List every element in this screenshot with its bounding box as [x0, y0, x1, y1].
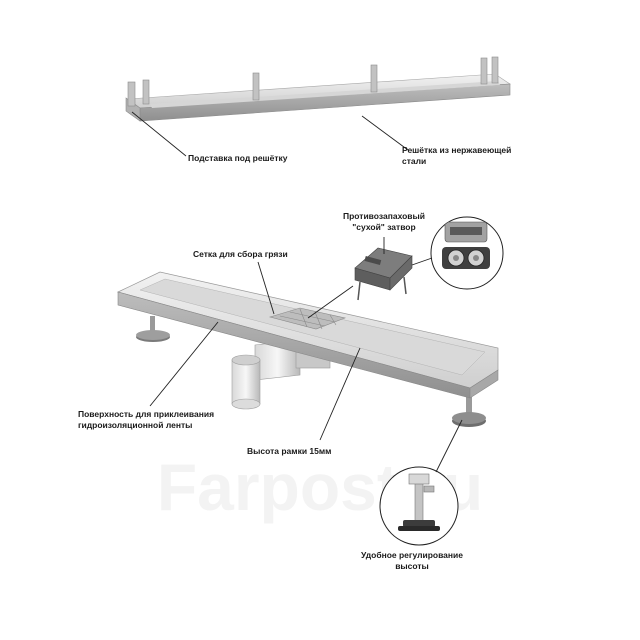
- label-odor-trap: Противозапаховый "сухой" затвор: [336, 211, 432, 233]
- label-odor-trap-line2: "сухой" затвор: [352, 222, 416, 232]
- height-adjust-detail-circle: [379, 466, 459, 546]
- right-foot: [452, 397, 486, 427]
- label-height-adjust-line2: высоты: [395, 561, 429, 571]
- label-grate-stand: Подставка под решётку: [188, 153, 288, 163]
- label-waterproof-line1: Поверхность для приклеивания: [78, 409, 215, 419]
- label-waterproof-surface: Поверхность для приклеивания гидроизоляц…: [78, 409, 214, 431]
- dirt-mesh: [268, 307, 347, 330]
- label-grate-steel-line1: Решётка из нержавеющей: [402, 145, 512, 155]
- left-foot: [136, 316, 170, 342]
- label-height-adjust: Удобное регулирование высоты: [342, 550, 482, 572]
- label-odor-trap-line1: Противозапаховый: [343, 211, 425, 221]
- label-frame-height: Высота рамки 15мм: [247, 446, 332, 456]
- callout-line-waterproof: [149, 321, 219, 407]
- label-grate-steel: Решётка из нержавеющей стали: [402, 145, 511, 167]
- steel-grate-illustration: [125, 56, 511, 122]
- callout-line-trap-to-circle: [411, 257, 433, 266]
- label-grate-steel-line2: стали: [402, 156, 427, 166]
- odor-trap-detail-circle: [430, 216, 504, 290]
- callout-line-grate-steel: [361, 115, 409, 151]
- odor-trap-part: [354, 247, 413, 301]
- callout-line-frame-height: [319, 347, 361, 441]
- label-height-adjust-line1: Удобное регулирование: [360, 550, 464, 560]
- callout-line-grate-stand: [131, 111, 187, 157]
- callout-line-height-adjust: [435, 419, 463, 473]
- label-waterproof-line2: гидроизоляционной ленты: [78, 420, 193, 430]
- callout-line-dirt-mesh: [257, 261, 275, 315]
- drain-channel-illustration: [116, 271, 499, 427]
- label-dirt-mesh: Сетка для сбора грязи: [193, 249, 288, 259]
- grate-stand-posts: [127, 56, 499, 107]
- callout-line-trap-to-channel: [307, 285, 354, 319]
